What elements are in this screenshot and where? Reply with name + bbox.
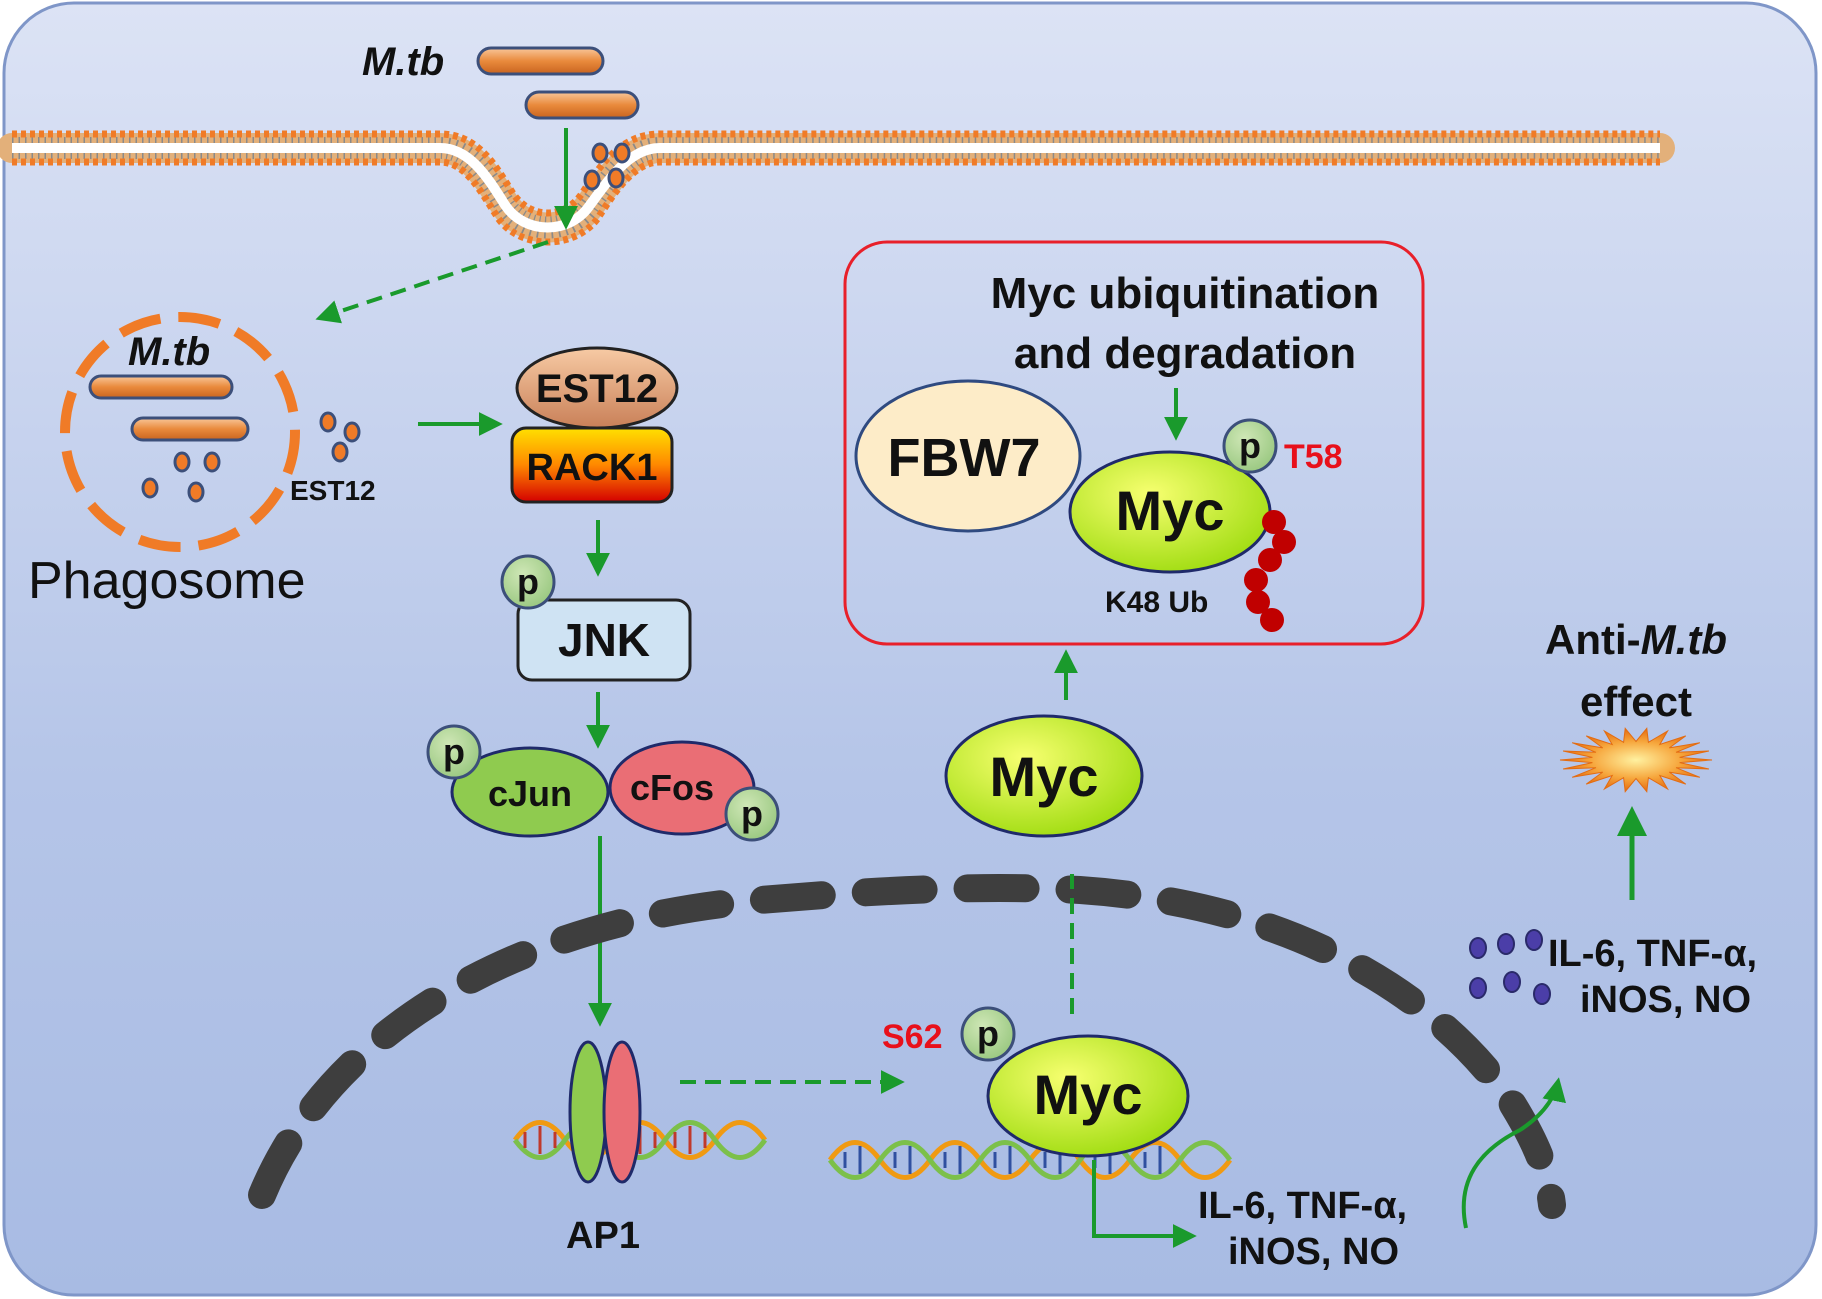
jnk-protein	[516, 598, 692, 682]
anti-mtb-label-line1: Anti-M.tb	[1545, 616, 1727, 663]
phospho-jnk	[500, 554, 556, 610]
mtb-bacteria-phagosome	[88, 374, 250, 442]
phospho-cjun	[426, 724, 482, 780]
cjun-label: cJun	[488, 773, 572, 814]
cfos-label: cFos	[630, 767, 714, 808]
dna-right	[827, 1140, 1233, 1180]
myc-nuclear	[986, 1034, 1190, 1158]
arrow-transcription	[1092, 1160, 1197, 1248]
est12-label: EST12	[536, 367, 658, 411]
p-label-cfos: p	[741, 793, 763, 834]
t58-label: T58	[1284, 438, 1343, 476]
phospho-myc-s62	[960, 1006, 1016, 1062]
myc-cytoplasmic	[944, 714, 1144, 838]
p-label-cjun: p	[443, 731, 465, 772]
arrow-export	[1461, 1077, 1566, 1229]
cytokines-nuclear-line2: iNOS, NO	[1228, 1231, 1399, 1273]
est12-dots-phagosome	[141, 411, 361, 503]
cytokines-secreted-line2: iNOS, NO	[1580, 979, 1751, 1021]
degradation-title-line1: Myc ubiquitination	[991, 269, 1380, 318]
ubiquitin-chain	[1244, 510, 1296, 632]
p-label-s62: p	[977, 1013, 999, 1054]
degradation-title-line2: and degradation	[1014, 329, 1356, 378]
ap1-cfos	[602, 1040, 642, 1184]
myc-cytoplasmic-label: Myc	[990, 745, 1099, 808]
p-label-jnk: p	[517, 561, 539, 602]
mtb-label-phagosome: M.tb	[128, 330, 210, 374]
phospho-myc-t58	[1222, 418, 1278, 474]
mtb-bacteria-outside	[476, 46, 640, 120]
cytokine-dots	[1469, 929, 1551, 1005]
anti-mtb-star	[1559, 727, 1713, 793]
jnk-label: JNK	[558, 614, 650, 666]
phagosome-label: Phagosome	[28, 552, 306, 610]
myc-ub-label: Myc	[1116, 479, 1225, 542]
cytokines-nuclear-line1: IL-6, TNF-α,	[1198, 1185, 1407, 1227]
s62-label: S62	[882, 1018, 943, 1056]
cytokines-secreted-line1: IL-6, TNF-α,	[1548, 933, 1757, 975]
p-label-t58: p	[1239, 425, 1261, 466]
est12-secreted-label: EST12	[290, 475, 376, 506]
cjun-protein	[450, 746, 610, 838]
fbw7-protein	[854, 379, 1082, 533]
ap1-label: AP1	[566, 1215, 640, 1257]
phospho-cfos	[724, 786, 780, 842]
phagosome-membrane	[60, 312, 300, 552]
rack1-label: RACK1	[527, 447, 658, 489]
k48-ub-label: K48 Ub	[1105, 586, 1208, 619]
est12-secreted-dots-top	[583, 142, 631, 191]
arrow-to-phagosome	[315, 240, 549, 324]
mtb-label-outside: M.tb	[362, 40, 444, 84]
rack1-protein	[510, 426, 674, 504]
anti-mtb-label-line2: effect	[1580, 678, 1692, 725]
degradation-box	[843, 240, 1425, 646]
fbw7-label: FBW7	[888, 428, 1041, 488]
myc-nuclear-label: Myc	[1034, 1063, 1143, 1126]
nuclear-envelope	[248, 874, 1566, 1219]
ap1-cjun	[568, 1040, 608, 1184]
